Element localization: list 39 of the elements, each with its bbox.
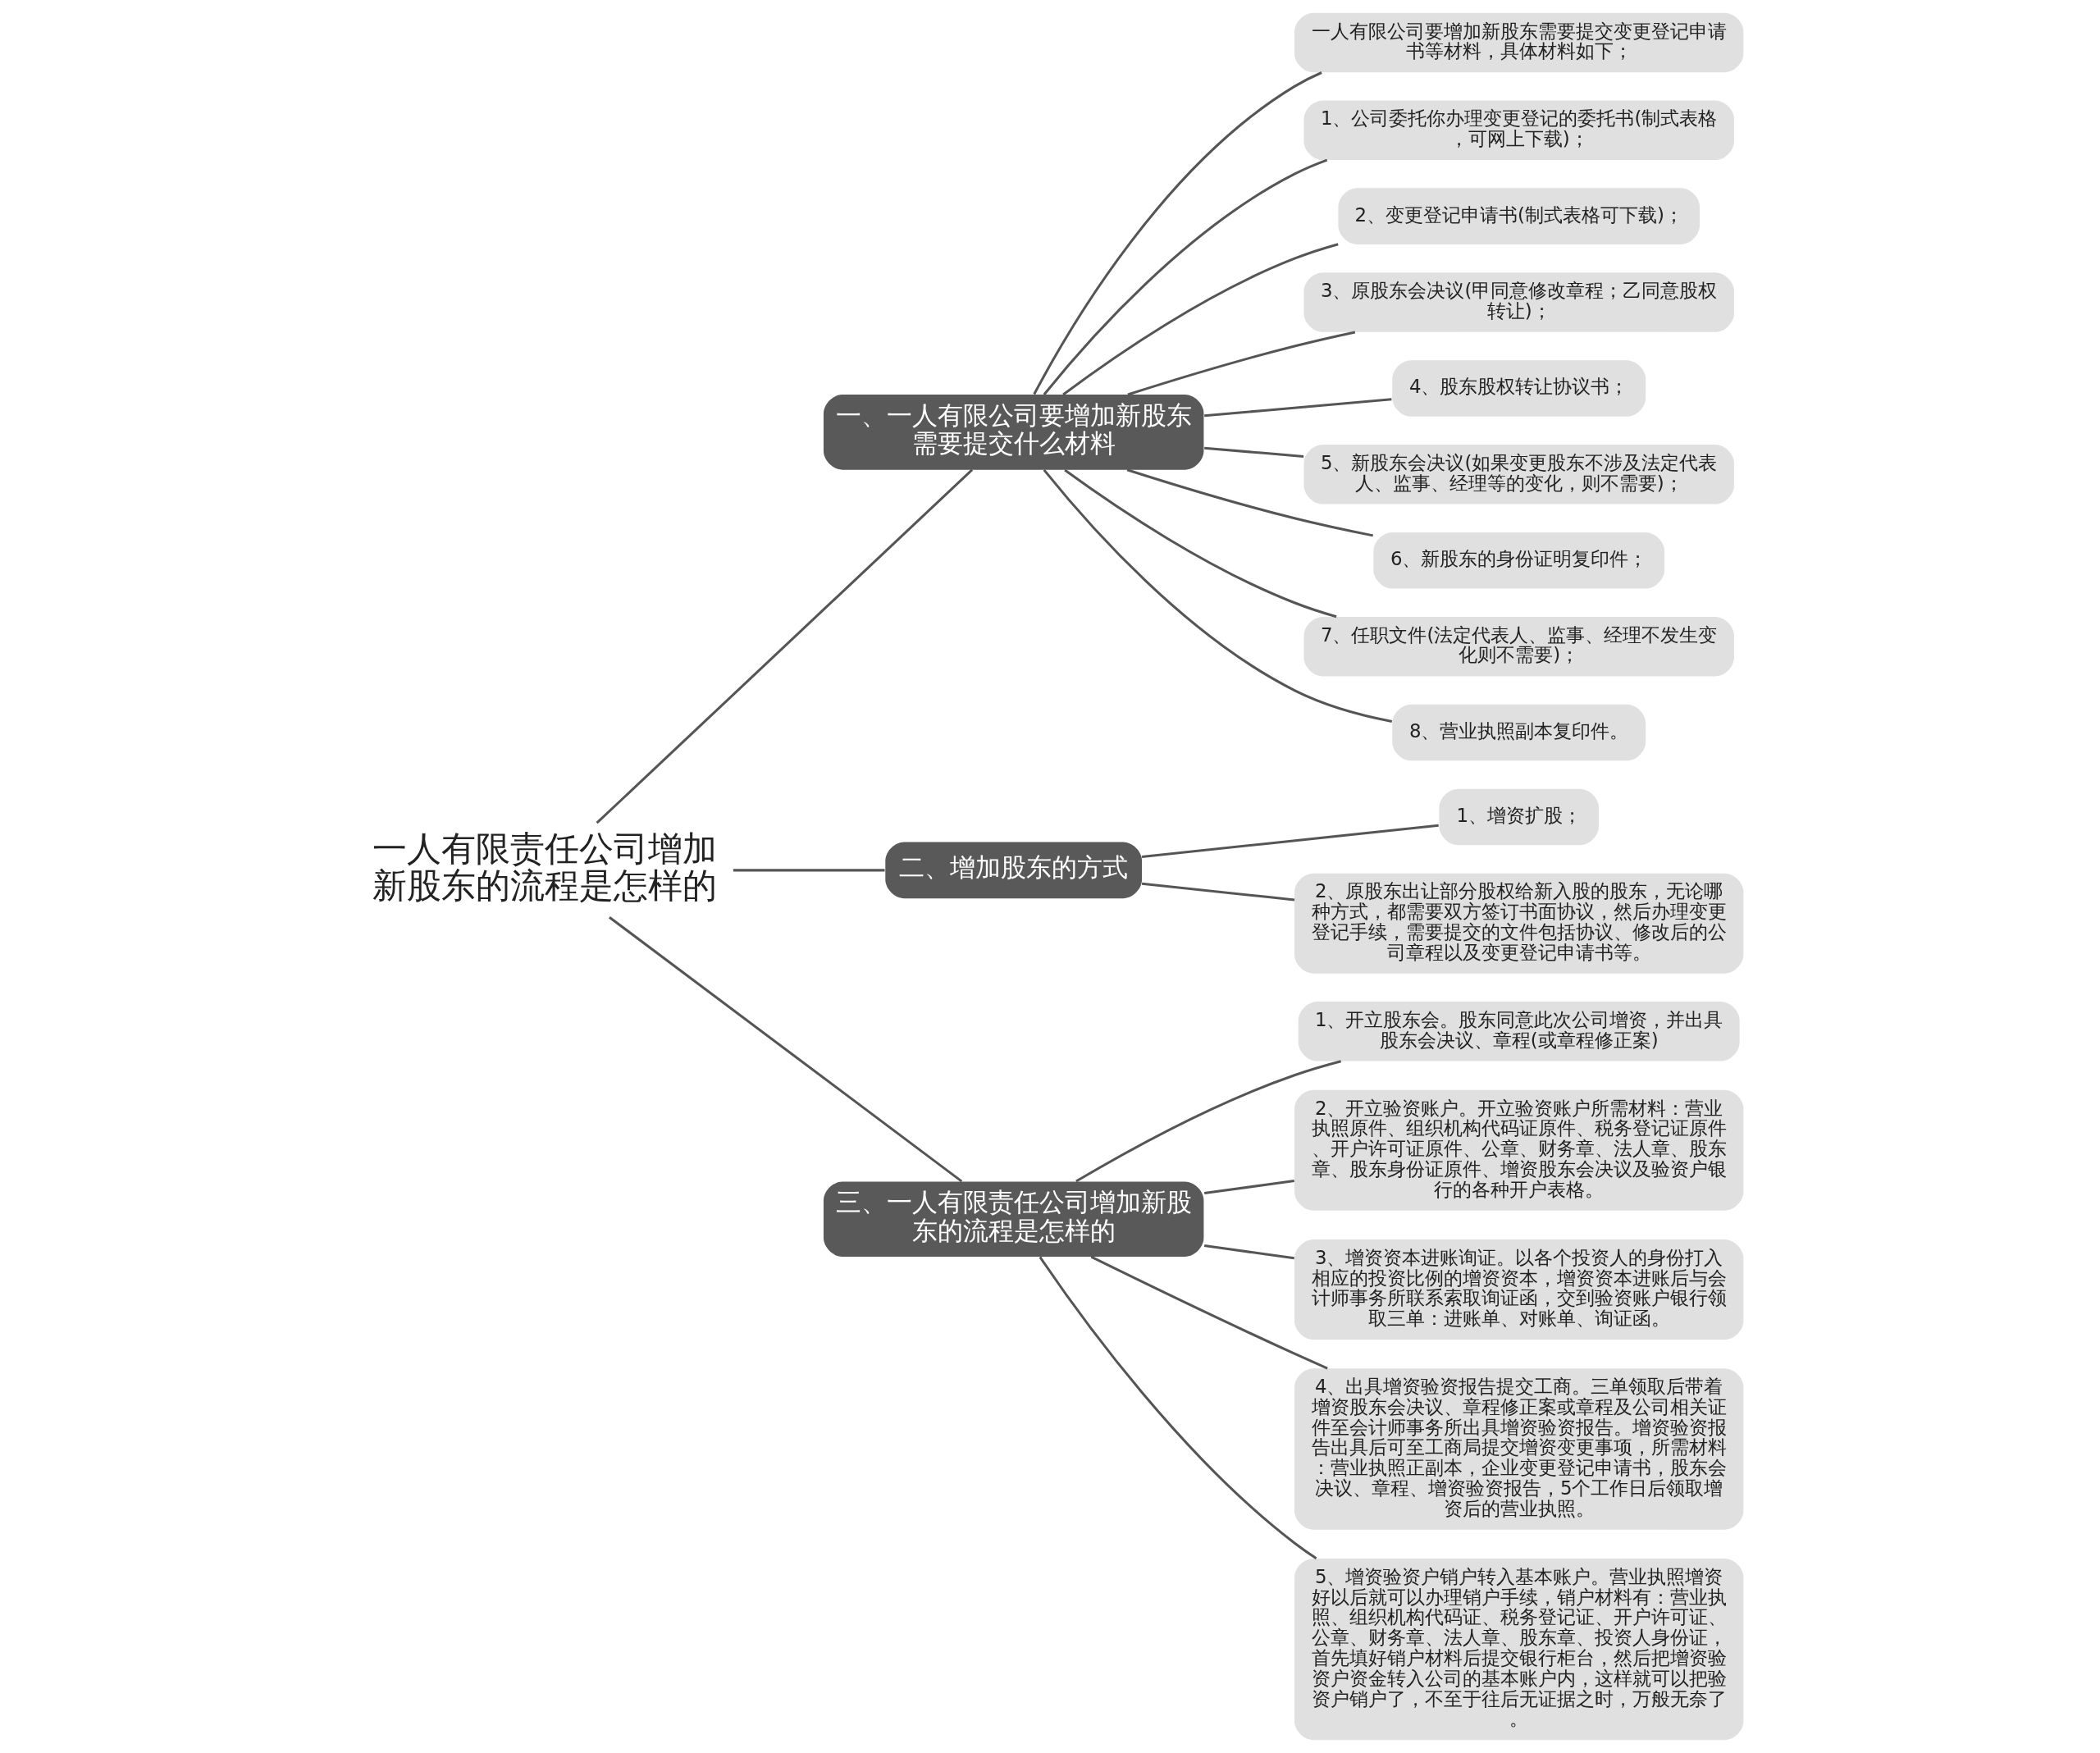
connector xyxy=(1126,468,1373,537)
node-box: 1、公司委托你办理变更登记的委托书(制式表格，可网上下载)； xyxy=(1303,100,1734,160)
connector xyxy=(1203,446,1303,458)
connector xyxy=(1039,1256,1317,1560)
node-box: 三、一人有限责任公司增加新股东的流程是怎样的 xyxy=(823,1181,1203,1257)
node-box: 一人有限公司要增加新股东需要提交变更登记申请书等材料，具体材料如下； xyxy=(1294,12,1743,73)
connector xyxy=(1203,1180,1294,1195)
connector xyxy=(733,869,884,872)
node-box: 5、增资验资户销户转入基本账户。营业执照增资好以后就可以办理销户手续，销户材料有：营业执照、组织机构代码证、税务登记证、开户许可证、公章、财务章、法人章、股东章、投资人身份证，首先填好销户材料后提交银行柜台，然后把增资验资户资金转入公司的基本账户内，这样就可以把验资户销户了，不至于往后无证据之时，万般无奈了。 xyxy=(1294,1559,1743,1741)
node-box: 二、增加股东的方式 xyxy=(884,842,1142,899)
connector xyxy=(608,916,962,1183)
connector xyxy=(1043,158,1327,395)
node-box: 6、新股东的身份证明复印件； xyxy=(1372,532,1664,589)
connector xyxy=(1090,1255,1328,1370)
connector xyxy=(1061,243,1339,396)
connector xyxy=(1141,882,1294,902)
node-box: 4、股东股权转让协议书； xyxy=(1391,360,1646,417)
node-box: 1、开立股东会。股东同意此次公司增资，并出具股东会决议、章程(或章程修正案) xyxy=(1298,1002,1740,1061)
node-box: 7、任职文件(法定代表人、监事、经理不发生变化则不需要)； xyxy=(1303,616,1734,677)
connector xyxy=(1075,1060,1341,1183)
node-box: 4、出具增资验资报告提交工商。三单领取后带着增资股东会决议、章程修正案或章程及公司相关证件至会计师事务所出具增资验资报告。增资验资报告出具后可至工商局提交增资变更事项，所需材料：营业执照正副本，企业变更登记申请书，股东会决议、章程、增资验资报告，5个工作日后领取增资后的营业执照。 xyxy=(1294,1368,1743,1530)
node-box: 3、原股东会决议(甲同意修改章程；乙同意股权转让)； xyxy=(1303,272,1734,332)
connector xyxy=(1032,71,1322,395)
connector xyxy=(1203,1244,1294,1260)
node-box: 1、增资扩股； xyxy=(1438,788,1599,846)
node-box: 2、原股东出让部分股权给新入股的股东，无论哪种方式，都需要双方签订书面协议，然后办理变更登记手续，需要提交的文件包括协议、修改后的公司章程以及变更登记申请书等。 xyxy=(1294,873,1743,974)
connector xyxy=(1127,331,1355,396)
node-box: 2、变更登记申请书(制式表格可下载)； xyxy=(1337,188,1700,244)
node-box: 一、一人有限公司要增加新股东需要提交什么材料 xyxy=(823,395,1203,470)
node-box: 3、增资资本进账询证。以各个投资人的身份打入相应的投资比例的增资资本，增资资本进账后与会计师事务所联系索取询证函，交到验资账户银行领取三单：进账单、对账单、询证函。 xyxy=(1294,1239,1743,1340)
node-box: 2、开立验资账户。开立验资账户所需材料：营业执照原件、组织机构代码证原件、税务登记证原件、开户许可证原件、公章、财务章、法人章、股东章、股东身份证原件、增资股东会决议及验资户银行的各种开户表格。 xyxy=(1294,1089,1743,1211)
connector xyxy=(1043,468,1392,723)
node-text: 一人有限责任公司增加新股东的流程是怎样的 xyxy=(372,828,717,906)
connector xyxy=(1063,468,1336,619)
connector xyxy=(1141,824,1439,859)
node-box: 5、新股东会决议(如果变更股东不涉及法定代表人、监事、经理等的变化，则不需要)； xyxy=(1303,445,1734,504)
connector xyxy=(1203,398,1391,418)
connector xyxy=(596,468,973,824)
node-box: 8、营业执照副本复印件。 xyxy=(1391,704,1646,761)
